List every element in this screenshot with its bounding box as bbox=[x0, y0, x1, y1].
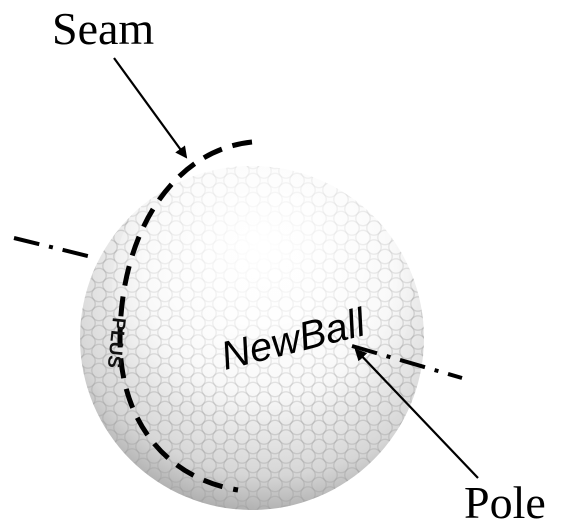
seam-arrow bbox=[114, 58, 186, 157]
seam-label: Seam bbox=[52, 3, 154, 54]
axis-line-left bbox=[14, 238, 96, 258]
pole-label: Pole bbox=[464, 477, 546, 526]
